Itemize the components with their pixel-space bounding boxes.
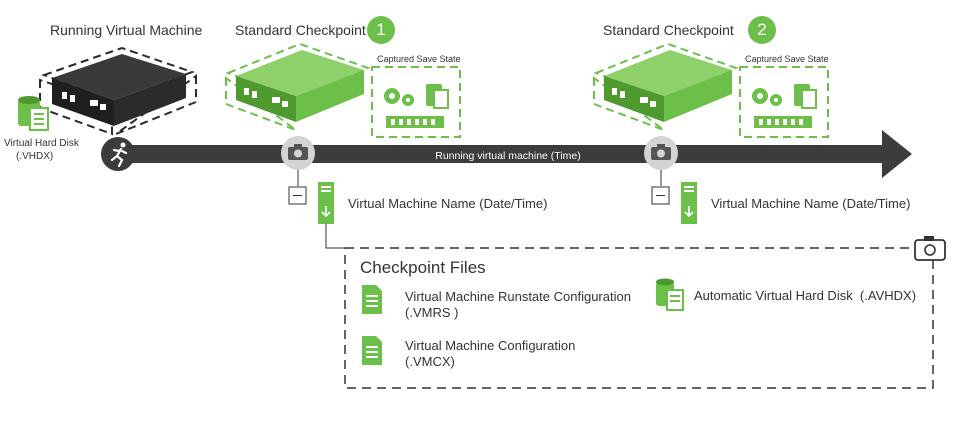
database-icon (18, 96, 49, 131)
camera-icon (914, 236, 946, 261)
vm-name-1: Virtual Machine Name (Date/Time) (348, 196, 548, 211)
vhdx-ext: (.VHDX) (16, 151, 54, 162)
database-icon (794, 84, 817, 109)
checkpoint-number-2: 2 (748, 16, 776, 44)
checkpoint-title-2: Standard Checkpoint (603, 22, 734, 38)
save-state-label-1: Captured Save State (377, 54, 461, 64)
camera-icon (644, 136, 678, 170)
database-icon (426, 84, 449, 109)
server-icon (318, 182, 334, 224)
database-icon (656, 278, 684, 311)
vmcx-label: Virtual Machine Configuration (.VMCX) (405, 338, 576, 369)
avhdx-label: Automatic Virtual Hard Disk (.AVHDX) (694, 288, 917, 303)
server-icon (681, 182, 697, 224)
vhdx-label: Virtual Hard Disk (4, 138, 79, 149)
checkpoint-title-1: Standard Checkpoint (235, 22, 366, 38)
document-icon (362, 285, 382, 314)
save-state-label-2: Captured Save State (745, 54, 829, 64)
captured-save-state-1 (371, 66, 461, 138)
collapse-toggle-2 (651, 186, 670, 205)
captured-save-state-2 (739, 66, 829, 138)
running-vm-title: Running Virtual Machine (50, 22, 203, 38)
memory-icon (754, 116, 812, 128)
checkpoint-server-1 (225, 42, 371, 131)
checkpoint-number-1: 1 (367, 16, 395, 44)
gear-icon (384, 88, 414, 106)
document-icon (362, 336, 382, 365)
checkpoint-server-2 (593, 42, 739, 131)
vmrs-label: Virtual Machine Runstate Configuration (… (405, 289, 631, 320)
checkpoint-files-box (344, 247, 934, 389)
running-person-icon (101, 137, 135, 171)
running-vm-server (39, 46, 197, 136)
camera-icon (281, 136, 315, 170)
timeline-label: Running virtual machine (Time) (435, 150, 581, 162)
memory-icon (386, 116, 444, 128)
gear-icon (752, 88, 782, 106)
checkpoint-files-title: Checkpoint Files (360, 258, 486, 277)
vm-name-2: Virtual Machine Name (Date/Time) (711, 196, 911, 211)
collapse-toggle-1 (288, 186, 307, 205)
